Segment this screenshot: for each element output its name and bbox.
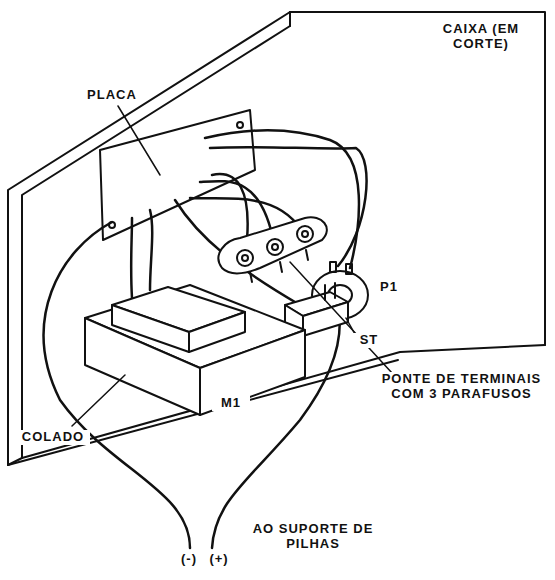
part-label: P1	[372, 280, 406, 295]
terminal-strip	[218, 217, 326, 282]
part-label: (+)	[202, 552, 236, 567]
part-label: AO SUPORTE DE PILHAS	[236, 522, 390, 552]
circuit-board	[100, 110, 255, 240]
part-label: ST	[352, 333, 386, 348]
leader-lines	[72, 106, 392, 426]
part-label: CAIXA (EM CORTE)	[420, 22, 542, 52]
wires	[44, 130, 367, 548]
part-label: COLADO	[16, 430, 90, 445]
part-label: PONTE DE TERMINAIS COM 3 PARAFUSOS	[372, 372, 551, 402]
part-label: (-)	[172, 552, 206, 567]
part-label: PLACA	[80, 88, 144, 103]
part-label: M1	[212, 396, 250, 411]
module	[85, 285, 305, 415]
